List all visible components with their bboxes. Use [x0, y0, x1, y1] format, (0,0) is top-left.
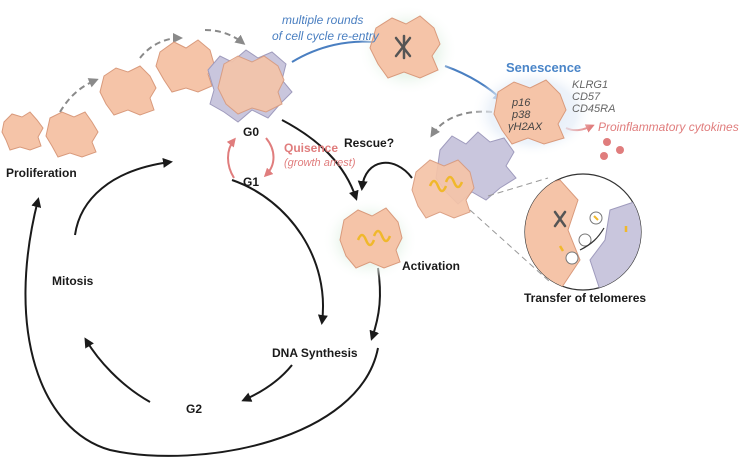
prolif-dash-3 [204, 29, 246, 45]
marker-outer-1: KLRG1 [572, 79, 608, 91]
cell-senescent [493, 79, 567, 145]
label-mitosis: Mitosis [52, 274, 94, 288]
cycle-g1-to-s [231, 179, 328, 325]
cell-g0 [217, 55, 285, 115]
label-g0: G0 [243, 125, 259, 139]
inset-vesicle-3 [565, 251, 579, 265]
rescue-arrow [357, 161, 413, 191]
quiescence-arrow-up [226, 137, 236, 179]
cell-prolif-1 [1, 111, 44, 151]
cycle-g2-to-mitosis [84, 337, 151, 403]
quiescence-arrow-down [263, 137, 275, 178]
chromosome-reentry [394, 34, 412, 60]
cell-rescue [411, 159, 475, 219]
label-dna-synthesis: DNA Synthesis [272, 346, 358, 360]
cytokine-dot-2 [616, 146, 624, 154]
inset-telomere-3 [558, 245, 565, 252]
label-g1: G1 [243, 175, 259, 189]
marker-inner-1: p16 [511, 97, 531, 109]
telomere-rescue [428, 175, 464, 193]
prolif-dash-1 [59, 78, 99, 113]
label-quiescence-sub: (growth arrest) [284, 157, 356, 169]
cytokine-dot-3 [600, 152, 608, 160]
label-transfer: Transfer of telomeres [524, 291, 646, 305]
label-proliferation: Proliferation [6, 166, 77, 180]
prolif-dash-2 [139, 33, 183, 59]
cycle-outer-arc [24, 197, 379, 457]
marker-inner-3: γH2AX [508, 121, 543, 133]
label-reentry-1: multiple rounds [282, 13, 363, 27]
label-quiescence: Quisence [284, 141, 338, 155]
cycle-s-to-g2 [241, 364, 293, 402]
cell-prolif-2 [45, 111, 99, 158]
marker-inner-2: p38 [511, 109, 531, 121]
zoom-line-bottom [469, 209, 551, 283]
cytokine-dot-1 [603, 138, 611, 146]
senescence-dash-arrow [430, 110, 493, 138]
marker-outer-2: CD57 [572, 91, 601, 103]
cell-prolif-4 [155, 39, 215, 93]
label-cytokines: Proinflammatory cytokines [598, 120, 739, 134]
label-g2: G2 [186, 402, 202, 416]
inset-vesicle-2 [578, 233, 592, 247]
telomere-activation [356, 229, 392, 247]
label-reentry-2: of cell cycle re-entry [272, 29, 380, 43]
zoom-line-top [487, 177, 549, 197]
inset-chromosome [553, 210, 567, 228]
inset-telomere-1 [593, 215, 599, 221]
label-senescence: Senescence [506, 60, 581, 75]
inset-cell [525, 179, 581, 290]
inset-arrow [579, 227, 605, 251]
label-rescue: Rescue? [344, 136, 394, 150]
cycle-mitosis-to-g1 [74, 157, 173, 236]
g0-to-activation-arrow [281, 119, 359, 201]
label-activation: Activation [402, 259, 460, 273]
marker-outer-3: CD45RA [572, 103, 615, 115]
cell-activation [339, 207, 403, 269]
cell-prolif-3 [99, 65, 157, 116]
